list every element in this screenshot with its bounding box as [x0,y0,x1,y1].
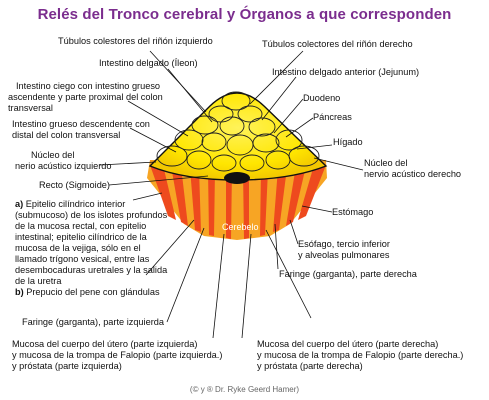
label-a-prefix: a) [15,199,24,209]
label-a-l2: (submucoso) de los islotes profundos [15,210,168,220]
label-intestino-delgado: Intestino delgado (Íleon) [99,58,198,68]
label-recto: Recto (Sigmoide) [39,180,110,190]
label-nucleo-der-l2: nervio acústico derecho [364,169,462,179]
stripe-red [171,166,188,226]
stripe-red [286,166,306,226]
label-ciego-l1: Intestino ciego con intestino grueso [16,81,161,91]
label-estomago: Estómago [332,207,374,217]
label-tubulos-izq: Túbulos colestores del riñón izquierdo [58,36,213,46]
label-grueso-l2: distal del colon transversal [12,130,121,140]
label-intestino-delgado-anterior: Intestino delgado anterior (Jejunum) [272,67,420,77]
label-nucleo-der-l1: Núcleo del [364,158,408,168]
label-esofago-l1: Esófago, tercio inferior [298,239,390,249]
stripe-red [190,168,201,232]
stripe-red [273,168,287,232]
label-nucleo-izq-l2: nerio acústico izquierdo [15,161,112,171]
label-b-text: Prepucio del pene con glándulas [26,287,160,297]
relay-nuclei-outlines [156,91,320,172]
label-utero-izq-l3: y próstata (parte izquierda) [12,361,122,371]
label-a-l8: de la uretra [15,276,62,286]
label-a-l4: intestinal; epitelio cilíndrico de la [15,232,147,242]
label-a-l3: de la mucosa rectal, con epitelio [15,221,147,231]
cerebelo-label: Cerebelo [222,222,259,232]
label-faringe-der: Faringe (garganta), parte derecha [279,269,417,279]
label-utero-der-l3: y próstata (parte derecha) [257,361,363,371]
label-duodeno: Duodeno [303,93,341,103]
label-utero-izq-l2: y mucosa de la trompa de Falopio (parte … [12,350,223,360]
stripe-red [208,170,215,236]
label-utero-der-l2: y mucosa de la trompa de Falopio (parte … [257,350,464,360]
label-ciego-l2: ascendente y parte proximal del colon [8,92,163,102]
label-b-prefix: b) [15,287,24,297]
label-b: b) Prepucio del pene con glándulas [15,287,160,298]
brainstem-dome [148,92,328,181]
label-utero-der-l1: Mucosa del cuerpo del útero (parte derec… [257,339,439,349]
label-grueso-l1: Intestino grueso descendente con [12,119,150,129]
label-faringe-izq: Faringe (garganta), parte izquierda [22,317,164,327]
leader-lines [99,50,364,339]
diagram-title: Relés del Tronco cerebral y Órganos a qu… [37,6,452,23]
ventricle-opening [224,172,250,184]
label-a-l5: mucosa de la vejiga, sólo en el [15,243,141,253]
label-higado: Hígado [333,137,363,147]
label-utero-izq-l1: Mucosa del cuerpo del útero (parte izqui… [12,339,198,349]
label-tubulos-der: Túbulos colectores del riñón derecho [262,39,413,49]
stripe-red [243,170,249,239]
label-a-text: Epitelio cilíndrico interior [25,199,126,209]
label-a-l6: llamado trígono vesical, entre las [15,254,150,264]
label-ciego-l3: transversal [8,103,53,113]
copyright-notice: (© y ® Dr. Ryke Geerd Hamer) [189,385,300,394]
label-pancreas: Páncreas [313,112,352,122]
label-esofago-l2: y alveolas pulmonares [298,250,390,260]
brainstem-stripe-band [147,160,327,240]
label-a-l7: desembocaduras uretrales y la salida [15,265,168,275]
stripe-red [260,170,268,236]
label-nucleo-izq-l1: Núcleo del [31,150,75,160]
label-a-l1: a) Epitelio cilíndrico interior [15,199,125,210]
stripe-red [150,165,176,220]
stripe-red [226,170,232,239]
